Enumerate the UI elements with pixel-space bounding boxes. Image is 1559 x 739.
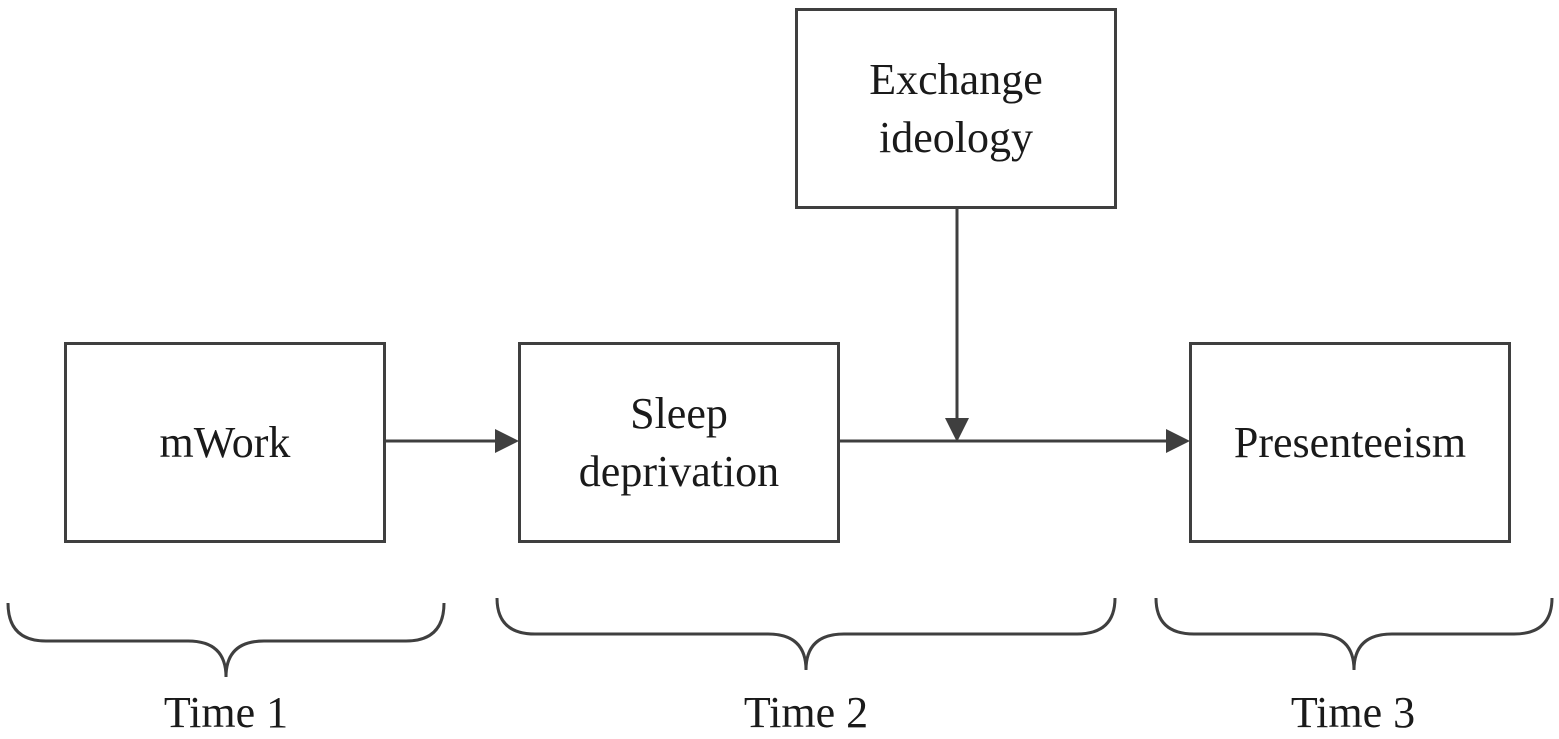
time-label-2: Time 2 (743, 688, 869, 737)
node-mwork: mWork (64, 342, 386, 543)
brace-time-3 (1154, 597, 1554, 671)
time-label-3: Time 3 (1290, 688, 1416, 737)
node-exchange-ideology: Exchange ideology (795, 8, 1117, 209)
node-sleep-deprivation: Sleep deprivation (518, 342, 840, 543)
node-presenteeism: Presenteeism (1189, 342, 1511, 543)
node-sleep-deprivation-label: Sleep deprivation (578, 388, 780, 496)
node-mwork-label: mWork (159, 417, 291, 467)
node-presenteeism-label: Presenteeism (1233, 417, 1467, 467)
node-exchange-ideology-label: Exchange ideology (869, 54, 1043, 162)
brace-time-1 (6, 602, 446, 678)
brace-time-2 (495, 597, 1117, 671)
time-label-1: Time 1 (163, 688, 289, 737)
